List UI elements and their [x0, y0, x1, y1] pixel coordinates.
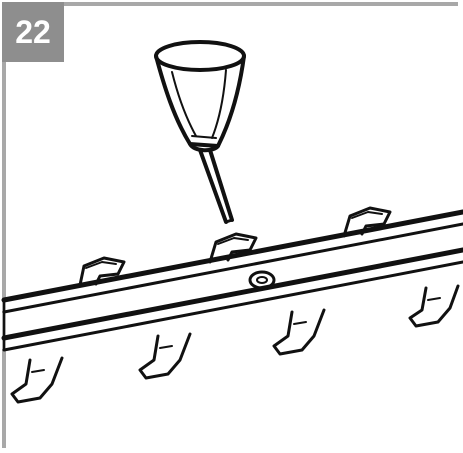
blade-bar [1, 209, 463, 352]
lower-teeth [10, 284, 460, 404]
panel-border [2, 2, 458, 448]
upper-tooth [342, 206, 392, 238]
lower-tooth [427, 297, 441, 301]
upper-tooth [208, 232, 258, 264]
upper-tooth [78, 256, 126, 287]
lower-tooth [159, 345, 173, 349]
upper-tooth [85, 261, 117, 269]
upper-teeth [78, 206, 392, 287]
lower-tooth [31, 369, 45, 373]
upper-tooth [217, 237, 249, 245]
lower-tooth [293, 321, 307, 325]
step-number-badge: 22 [2, 2, 64, 62]
lower-tooth [272, 308, 326, 356]
lower-tooth [408, 284, 460, 328]
upper-tooth [351, 211, 383, 219]
lower-tooth [138, 332, 192, 380]
oil-can-icon [154, 40, 246, 224]
lower-tooth [10, 356, 64, 404]
blade-nut [248, 270, 276, 290]
